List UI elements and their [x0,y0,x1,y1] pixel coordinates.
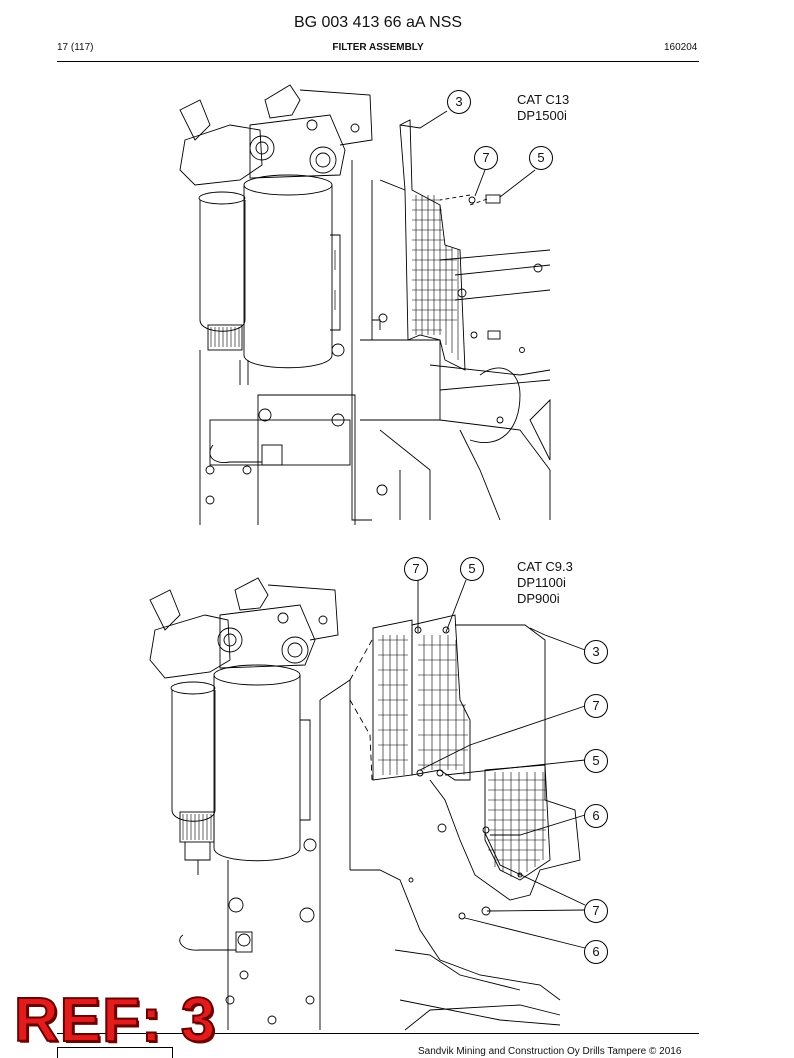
callout-bottom-6: 6 [584,804,608,828]
callout-bottom-4: 7 [584,694,608,718]
variant-label-top: CAT C13 DP1500i [517,92,570,123]
header-rule [57,61,699,62]
bottom-drawing [149,577,586,1031]
callout-bottom-2: 5 [460,557,484,581]
callout-top-2: 7 [474,146,498,170]
callout-top-1: 3 [447,90,471,114]
callout-top-3: 5 [529,146,553,170]
section-title: FILTER ASSEMBLY [332,42,424,53]
document-title: BG 003 413 66 aA NSS [293,14,463,31]
callout-bottom-8: 6 [584,940,608,964]
footer-copyright: Sandvik Mining and Construction Oy Drill… [418,1046,682,1057]
callout-bottom-5: 5 [584,749,608,773]
ref-stamp: REF: 3 [13,985,217,1056]
top-drawing [179,84,551,525]
callout-bottom-3: 3 [584,640,608,664]
footer-rule [57,1033,699,1034]
callout-bottom-1: 7 [404,557,428,581]
callout-bottom-7: 7 [584,899,608,923]
page-number: 17 (117) [57,42,94,53]
variant-label-bottom: CAT C9.3 DP1100i DP900i [517,559,573,606]
document-code: 160204 [664,42,698,53]
